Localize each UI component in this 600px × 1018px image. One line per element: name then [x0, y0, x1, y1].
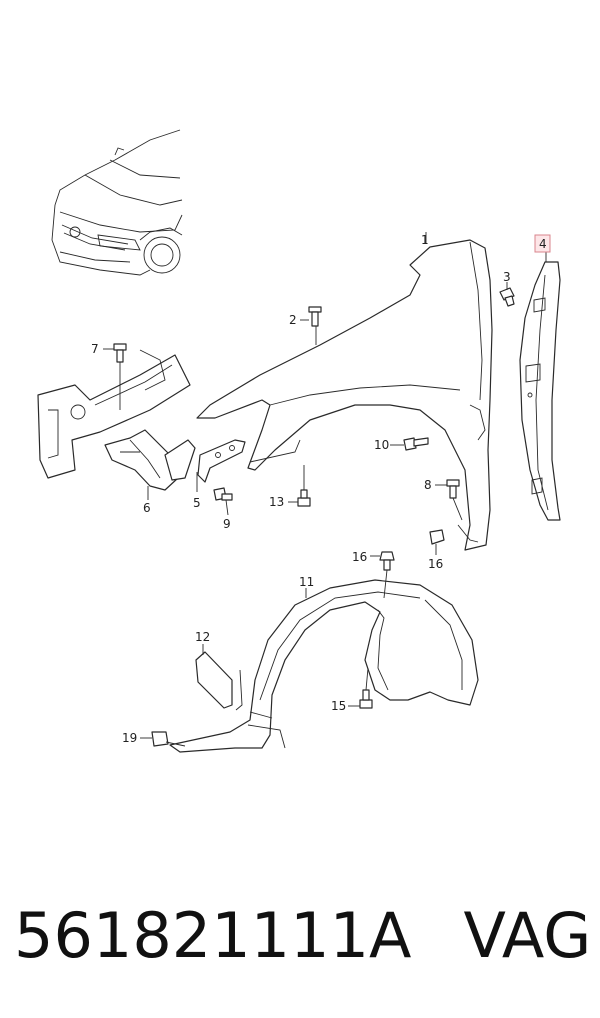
front-crossmember — [37, 349, 191, 479]
car-thumbnail — [51, 129, 183, 276]
callout-15: 15 — [331, 699, 346, 713]
callout-13: 13 — [269, 495, 284, 509]
brand-label: VAG — [463, 898, 592, 972]
callout-16-upper: 16 — [352, 550, 367, 564]
screw-part-8 — [446, 479, 460, 499]
parts-diagram: 1 2 3 4 5 6 7 8 9 10 11 12 13 15 16 16 1… — [37, 129, 561, 753]
callout-16-lower: 16 — [428, 557, 443, 571]
part-5-bracket — [164, 439, 246, 483]
callout-6: 6 — [143, 501, 151, 515]
callout-4-highlight — [534, 234, 551, 253]
fender-part-1 — [196, 239, 493, 551]
screw-part-10 — [403, 437, 429, 451]
part-12-pad — [195, 651, 243, 711]
screw-part-15 — [359, 689, 373, 709]
callout-2: 2 — [289, 313, 297, 327]
screw-part-3 — [499, 287, 515, 307]
callout-3: 3 — [503, 270, 511, 284]
screw-part-7 — [113, 343, 127, 363]
footer: 561821111A VAG — [14, 885, 594, 985]
callout-9: 9 — [223, 517, 231, 531]
screw-part-2 — [308, 306, 322, 327]
callout-labels: 1 2 3 4 5 6 7 8 9 10 11 12 13 15 16 16 1… — [91, 233, 547, 745]
part-4-seal-strip — [519, 261, 561, 521]
clip-part-16-lower — [429, 529, 445, 545]
screw-part-9 — [213, 487, 233, 501]
wheel-liner-part-11 — [169, 579, 479, 753]
callout-7: 7 — [91, 342, 99, 356]
part-19-clip — [151, 731, 169, 747]
callout-12: 12 — [195, 630, 210, 644]
callout-10: 10 — [374, 438, 389, 452]
callout-11: 11 — [299, 575, 314, 589]
callout-19: 19 — [122, 731, 137, 745]
callout-8: 8 — [424, 478, 432, 492]
callout-5: 5 — [193, 496, 201, 510]
part-number: 561821111A — [14, 898, 412, 972]
callout-4: 4 — [539, 237, 547, 251]
screw-part-13 — [297, 489, 311, 507]
callout-1: 1 — [421, 233, 429, 247]
clip-part-16-upper — [379, 551, 395, 571]
leader-lines — [103, 232, 547, 747]
